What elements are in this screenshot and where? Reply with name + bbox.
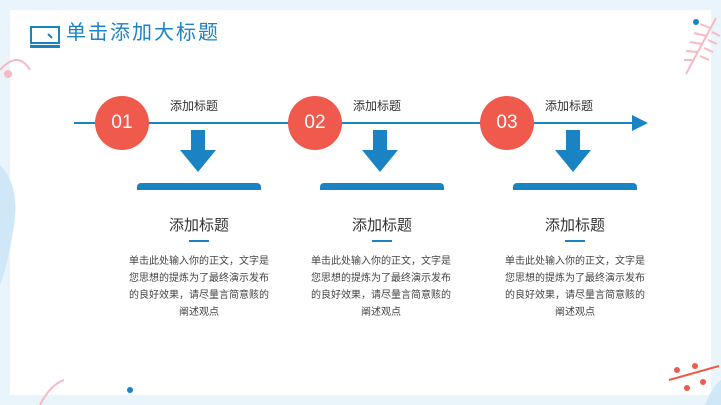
card-body-text[interactable]: 单击此处输入你的正文，文字是您思想的提炼为了最终演示发布的良好效果，请尽量言简意… bbox=[505, 256, 645, 318]
monitor-icon bbox=[30, 26, 60, 48]
page-title[interactable]: 单击添加大标题 bbox=[66, 20, 220, 44]
step-label[interactable]: 添加标题 bbox=[169, 99, 218, 113]
card-body-text[interactable]: 单击此处输入你的正文，文字是您思想的提炼为了最终演示发布的良好效果，请尽量言简意… bbox=[311, 256, 451, 318]
leaf-decoration-bottom-right bbox=[668, 363, 721, 405]
leaf-decoration-top-left bbox=[0, 59, 31, 78]
arrow-down-icon bbox=[555, 130, 591, 172]
arrow-down-icon bbox=[180, 130, 216, 172]
blob-decoration-left bbox=[0, 165, 16, 285]
step-label[interactable]: 添加标题 bbox=[544, 99, 593, 113]
card-body-text[interactable]: 单击此处输入你的正文，文字是您思想的提炼为了最终演示发布的良好效果，请尽量言简意… bbox=[129, 256, 269, 318]
leaf-decoration-bottom-left bbox=[39, 379, 133, 405]
heading-underline bbox=[189, 240, 209, 242]
step-label[interactable]: 添加标题 bbox=[352, 99, 401, 113]
card-heading[interactable]: 添加标题 bbox=[351, 216, 412, 234]
leaf-decoration-top-right bbox=[684, 17, 721, 75]
content-panel bbox=[10, 10, 711, 395]
card-heading[interactable]: 添加标题 bbox=[544, 216, 605, 234]
step-number-circle: 03 bbox=[480, 96, 534, 150]
heading-underline bbox=[565, 240, 585, 242]
card-heading[interactable]: 添加标题 bbox=[168, 216, 229, 234]
heading-underline bbox=[372, 240, 392, 242]
card-header-bar bbox=[137, 183, 261, 190]
card-header-bar bbox=[320, 183, 444, 190]
step-number-circle: 01 bbox=[95, 96, 149, 150]
arrow-down-icon bbox=[362, 130, 398, 172]
step-number-circle: 02 bbox=[288, 96, 342, 150]
card-header-bar bbox=[513, 183, 637, 190]
